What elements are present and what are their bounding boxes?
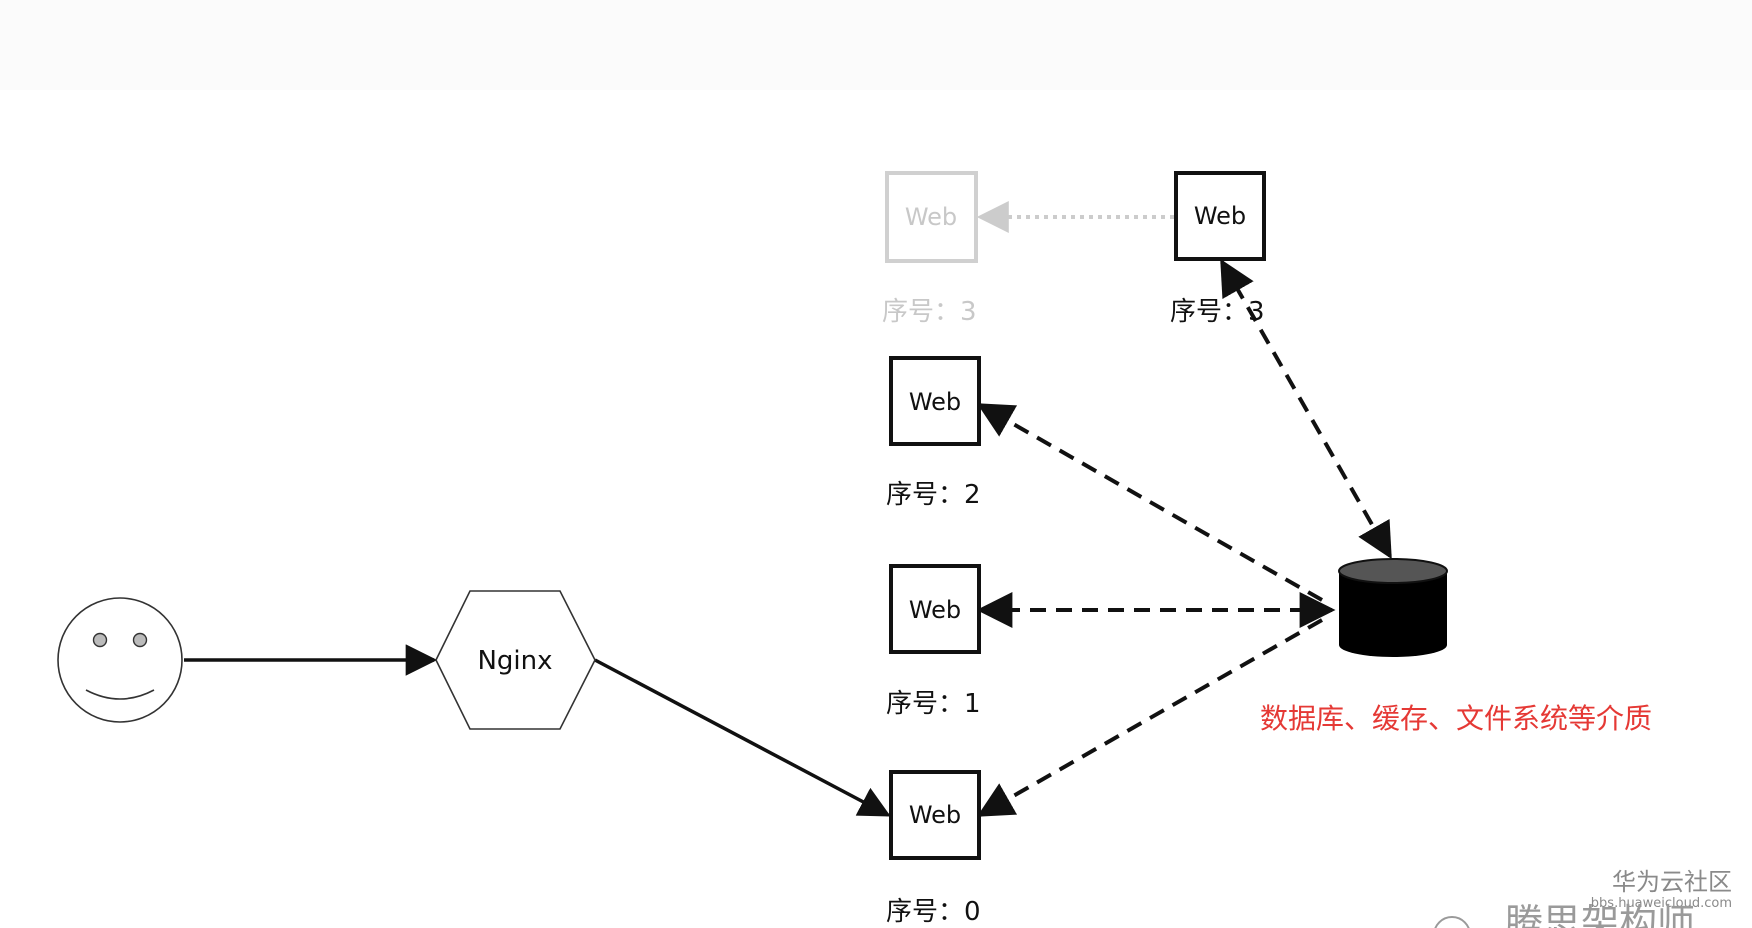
edge-web3-storage xyxy=(1220,258,1392,560)
watermark-brand: 华为云社区 xyxy=(1612,868,1732,896)
web-node-ghost: Web 序号：3 xyxy=(882,171,978,327)
top-band xyxy=(0,0,1752,90)
web-1-label: Web xyxy=(909,596,961,624)
web-3-label: Web xyxy=(1194,202,1246,230)
web-0-index: 序号：0 xyxy=(886,897,981,927)
web-ghost-index: 序号：3 xyxy=(882,297,977,327)
web-node-2: Web 序号：2 xyxy=(886,356,981,510)
watermark-url: bbs.huaweicloud.com xyxy=(1591,896,1732,911)
edge-storage-web0 xyxy=(976,618,1323,817)
web-ghost-label: Web xyxy=(905,203,957,231)
web-0-label: Web xyxy=(909,801,961,829)
smiley-user-icon xyxy=(57,597,183,723)
web-node-1: Web 序号：1 xyxy=(886,564,981,719)
nginx-node: Nginx xyxy=(435,590,596,730)
nginx-label: Nginx xyxy=(477,646,552,676)
edge-nginx-web0 xyxy=(594,658,891,817)
web-3-index: 序号：3 xyxy=(1170,297,1265,327)
edge-storage-web2 xyxy=(976,403,1323,602)
web-node-0: Web 序号：0 xyxy=(886,770,981,927)
storage-label: 数据库、缓存、文件系统等介质 xyxy=(1260,702,1652,735)
web-2-index: 序号：2 xyxy=(886,480,981,510)
database-cylinder-icon xyxy=(1338,558,1448,657)
watermark-logo-icon xyxy=(1434,916,1470,928)
watermark-account: 腾思架构师 xyxy=(1505,901,1695,928)
web-1-index: 序号：1 xyxy=(886,689,981,719)
web-2-label: Web xyxy=(909,388,961,416)
web-node-3: Web 序号：3 xyxy=(1170,171,1266,327)
